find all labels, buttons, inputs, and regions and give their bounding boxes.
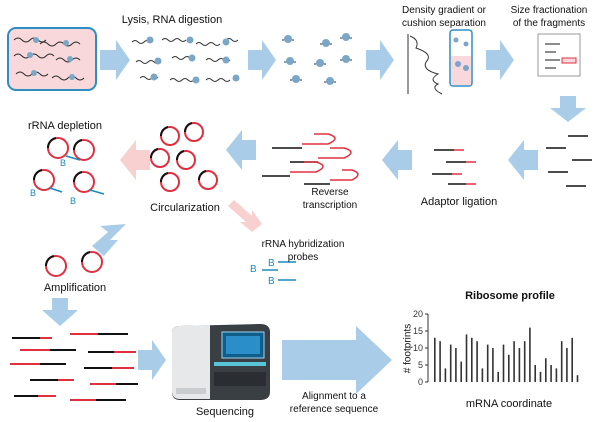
arrow-to-circularization — [226, 130, 256, 170]
profile-bar — [481, 368, 484, 382]
profile-bar — [560, 341, 563, 382]
label-sequencing: Sequencing — [195, 406, 255, 418]
label-adaptor-ligation: Adaptor ligation — [420, 196, 498, 208]
profile-bar — [449, 344, 452, 382]
label-alignment: Alignment to a reference sequence — [289, 391, 379, 415]
label-reverse-transcription: Reverse transcription — [302, 187, 358, 211]
chart-y-tick-label: 15 — [413, 326, 423, 336]
arrow-to-sequencer — [138, 340, 166, 380]
profile-bar — [455, 348, 457, 382]
arrow-to-adaptor-ligation — [508, 140, 538, 180]
ribosomes-lysis — [146, 36, 240, 84]
probe-b-text-3: B — [268, 276, 275, 287]
probe-b-label-3: B — [70, 196, 76, 206]
arrow-to-reverse-transcription — [382, 140, 412, 180]
profile-bar — [492, 348, 494, 382]
profile-bar — [502, 344, 505, 382]
circularized-cdna — [149, 122, 218, 192]
arrow-down-to-reads — [42, 298, 78, 326]
profile-bar — [566, 348, 568, 382]
arrow-to-rrna-depletion — [120, 140, 150, 180]
chart-ylabel: # footprints — [402, 323, 414, 374]
profile-bar — [460, 361, 462, 382]
profile-bar — [576, 375, 579, 382]
chart-title: Ribosome profile — [465, 290, 555, 302]
footprint-fragments — [546, 135, 592, 187]
profile-bar — [476, 341, 478, 382]
cell-lysate-box — [7, 27, 97, 91]
chart-xlabel: mRNA coordinate — [465, 398, 553, 410]
arrow-to-density — [366, 40, 394, 80]
density-gradient-profile — [407, 34, 443, 95]
profile-bar — [439, 341, 441, 382]
profile-bar — [539, 371, 542, 382]
label-rrna-depletion: rRNA depletion — [28, 120, 102, 132]
profile-bar — [444, 368, 447, 382]
rrna-depletion-circles — [32, 137, 105, 195]
profile-bar — [529, 327, 531, 382]
arrow-to-alignment — [282, 326, 392, 394]
profile-bar — [545, 358, 547, 382]
label-density: Density gradient or cushion separation — [402, 5, 486, 29]
profile-bar — [523, 341, 526, 382]
profile-bar — [497, 371, 499, 382]
arrow-probes-to-circularization — [228, 200, 262, 232]
chart-y-tick-label: 10 — [413, 343, 423, 353]
ribosome-profile-chart: 0 5 10 15 20 — [413, 309, 579, 387]
arrow-to-lysis — [100, 40, 130, 80]
profile-bar — [518, 348, 521, 382]
profile-bar — [471, 337, 473, 382]
label-lysis: Lysis, RNA digestion — [121, 14, 223, 26]
digested-fragments — [131, 38, 239, 82]
arrow-to-gel — [486, 40, 514, 80]
label-rrna-probes: rRNA hybridization probes — [261, 239, 345, 263]
gel-size-selection — [537, 33, 581, 77]
centrifuge-tube — [449, 29, 473, 87]
profile-bar — [465, 334, 468, 382]
monosomes — [282, 33, 352, 85]
profile-bar — [555, 368, 558, 382]
amplified-reads — [10, 333, 138, 401]
profile-bar — [534, 365, 536, 382]
label-amplification: Amplification — [43, 282, 107, 294]
chart-y-tick-label: 0 — [418, 377, 423, 387]
arrow-to-monosomes — [248, 40, 276, 80]
profile-bar — [486, 344, 489, 382]
profile-bar — [571, 337, 573, 382]
amplified-circles — [44, 251, 103, 277]
probe-b-text-2: B — [250, 264, 257, 275]
arrow-down-to-fragments — [550, 96, 586, 122]
adaptor-ligated-fragments — [432, 149, 476, 185]
profile-bar — [434, 337, 436, 382]
chart-y-tick-label: 20 — [413, 309, 423, 319]
profile-bar — [513, 341, 515, 382]
label-circularization: Circularization — [150, 202, 220, 214]
profile-bar — [550, 365, 552, 382]
chart-y-tick-label: 5 — [418, 360, 423, 370]
reverse-transcribed-cdna — [262, 133, 359, 185]
probe-b-label-2: B — [30, 188, 36, 198]
arrow-to-amplification — [92, 224, 126, 256]
sequencer-machine — [172, 324, 270, 400]
probe-b-label-1: B — [60, 158, 66, 168]
label-size-fractionation: Size fractionation of the fragments — [510, 5, 588, 29]
rrna-hybridization-probes — [262, 261, 296, 281]
profile-bar — [508, 354, 510, 382]
probe-b-text-1: B — [268, 258, 275, 269]
